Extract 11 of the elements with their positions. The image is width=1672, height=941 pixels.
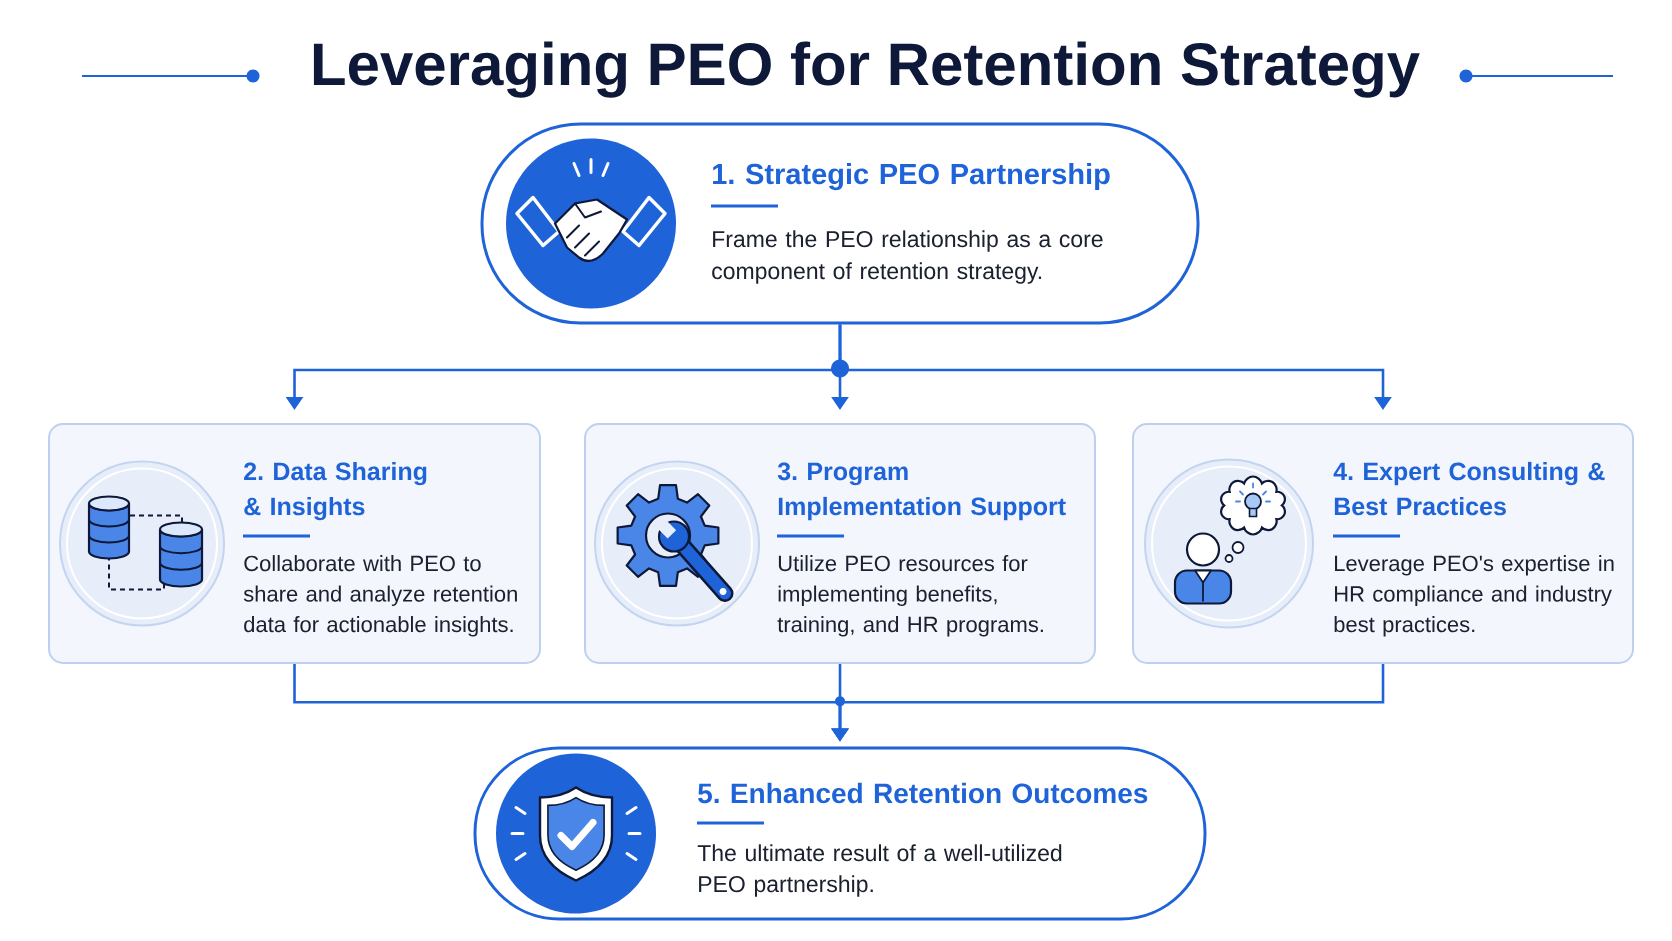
step-description: Utilize PEO resources for implementing benefits, training, and HR programs. <box>777 555 1043 637</box>
step-title: 5. Enhanced Retention Outcomes <box>698 782 1148 804</box>
step-description: Frame the PEO relationship as a core component of retention strategy. <box>712 230 1103 284</box>
step-title: 4. Expert Consulting & Best Practices <box>1333 461 1605 516</box>
step-title: 1. Strategic PEO Partnership <box>713 163 1110 191</box>
step-description: The ultimate result of a well-utilized PEO partnership. <box>697 844 1062 897</box>
step-description: Leverage PEO's expertise in HR compliance and industry best practices. <box>1334 555 1614 637</box>
page-title: Leveraging PEO for Retention Strategy <box>313 41 1420 98</box>
step-description: Collaborate with PEO to share and analyze retention data for actionable insights. <box>243 555 517 637</box>
step-title: 2. Data Sharing & Insights <box>244 461 427 521</box>
step-title: 3. Program Implementation Support <box>777 462 1066 521</box>
